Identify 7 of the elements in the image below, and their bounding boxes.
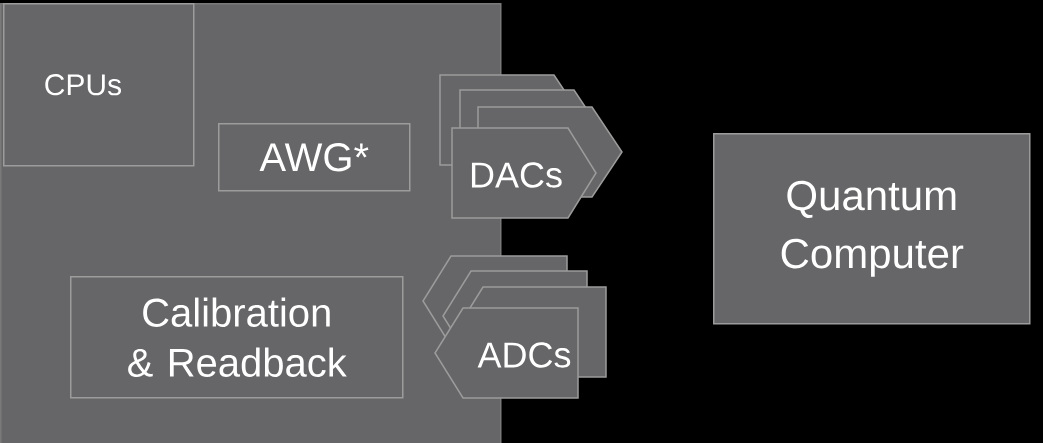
processor-box: CPUs (3, 3, 195, 167)
module-box: AWG* (218, 123, 411, 192)
converter-stack: ADCs (422, 255, 607, 399)
node-label: DACs (471, 162, 562, 188)
module-box: Calibration & Readback (70, 276, 404, 399)
converter-stack: DACs (439, 74, 623, 219)
system-box: Quantum Computer (713, 133, 1031, 325)
